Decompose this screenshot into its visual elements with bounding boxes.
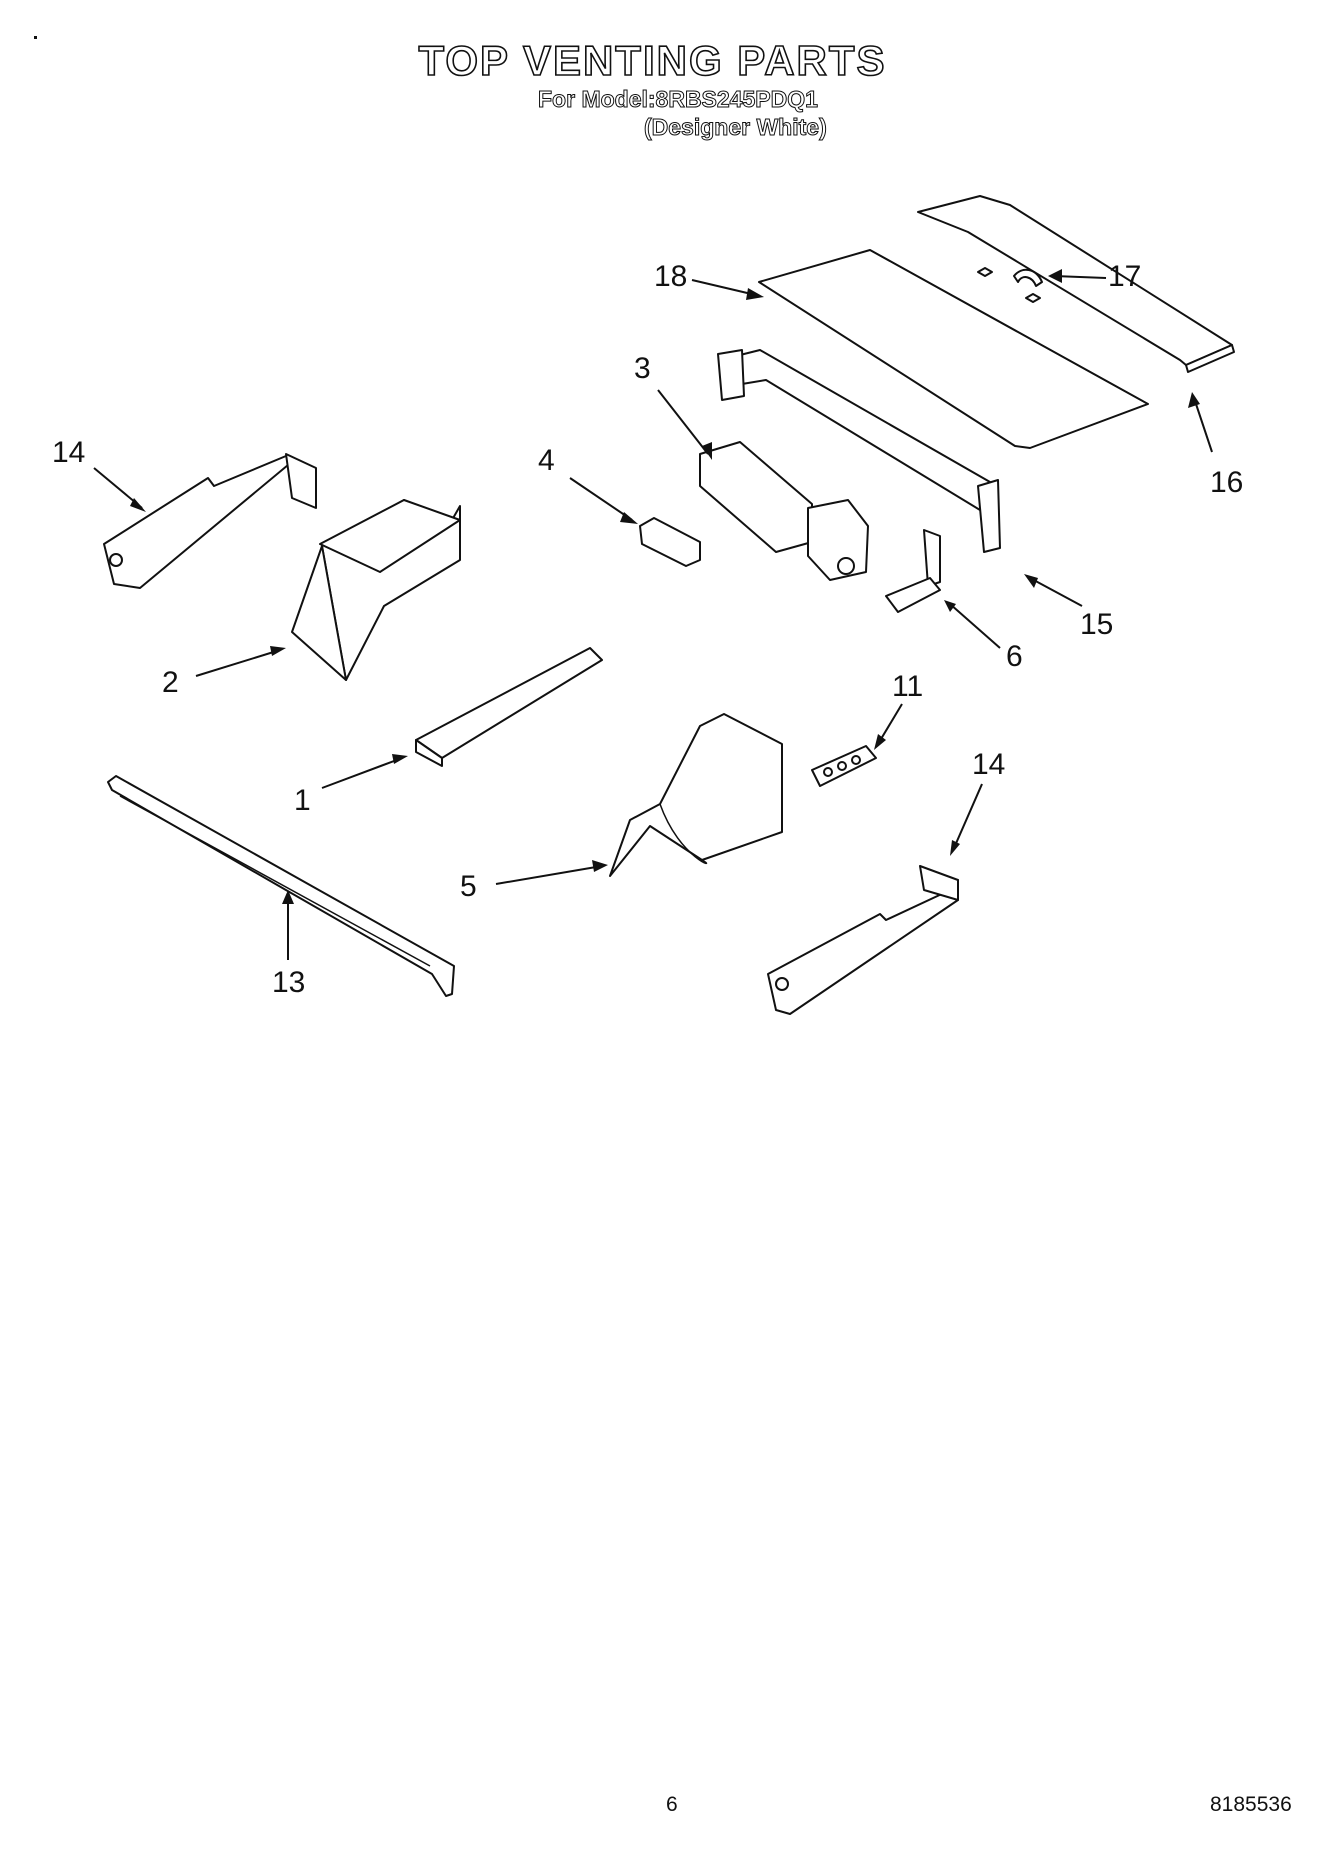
part-6-bracket: [885, 529, 941, 613]
part-16-top-panel: [917, 195, 1235, 373]
part-14-side-bracket-right: [767, 865, 959, 1015]
title-block: TOP VENTING PARTS: [0, 37, 1339, 85]
callout-14-lower: 14: [972, 748, 1005, 781]
part-11-terminal-block: [811, 745, 877, 787]
part-1-bar: [415, 647, 603, 767]
callouts: 18 17 16 3 4 14 15 6 2 1 11 5 13 14: [52, 260, 1243, 999]
callout-18: 18: [654, 260, 687, 293]
part-14-side-bracket-left: [103, 453, 317, 589]
callout-5: 5: [460, 870, 477, 903]
page-title: TOP VENTING PARTS: [418, 37, 887, 85]
part-4-block: [639, 517, 701, 567]
callout-13: 13: [272, 966, 305, 999]
stray-dot: [34, 36, 37, 39]
callout-3: 3: [634, 352, 651, 385]
model-line: For Model:8RBS245PDQ1: [538, 86, 819, 113]
part-18-vent-cover: [758, 249, 1149, 449]
callout-11: 11: [892, 670, 923, 703]
callout-6: 6: [1006, 640, 1023, 673]
variant-line: (Designer White): [644, 114, 828, 141]
part-3-motor-assembly: [699, 441, 869, 581]
document-code: 8185536: [1210, 1793, 1292, 1816]
leader-lines: [93, 269, 1213, 960]
page-number: 6: [666, 1793, 678, 1816]
part-15-perforated-rail: [717, 349, 1001, 553]
callout-16: 16: [1210, 466, 1243, 499]
callout-2: 2: [162, 666, 179, 699]
part-13-long-rail: [107, 775, 455, 997]
part-2-vent-duct: [291, 499, 461, 681]
part-17-clip: [1013, 268, 1043, 287]
callout-17: 17: [1108, 260, 1141, 293]
callout-15: 15: [1080, 608, 1113, 641]
callout-1: 1: [294, 784, 311, 817]
callout-4: 4: [538, 444, 555, 477]
part-5-duct-shroud: [609, 713, 783, 877]
callout-14-upper: 14: [52, 436, 85, 469]
